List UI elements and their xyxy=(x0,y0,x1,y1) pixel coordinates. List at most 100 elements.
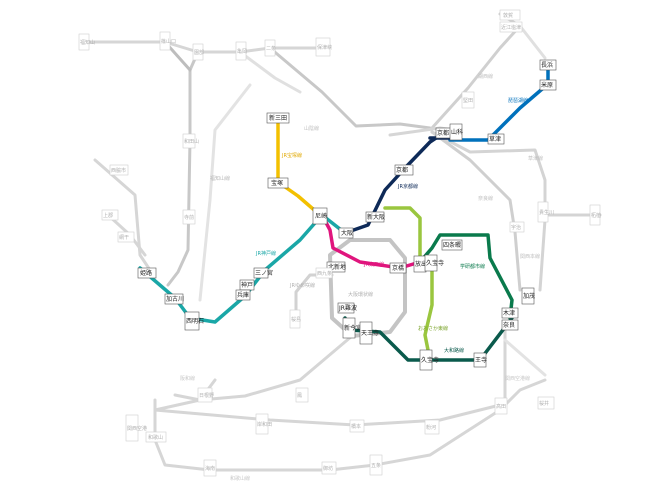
station-otori[interactable]: 鳳 xyxy=(295,387,309,403)
svg-text:米原: 米原 xyxy=(541,81,553,89)
station-hashimoto[interactable]: 橋本 xyxy=(349,419,365,433)
label-wakayama-line: 和歌山線 xyxy=(230,475,250,482)
svg-text:園部: 園部 xyxy=(194,49,204,56)
label-biwako-line: 琵琶湖線 xyxy=(508,97,528,104)
svg-text:三ノ宮: 三ノ宮 xyxy=(255,269,273,277)
svg-text:西明石: 西明石 xyxy=(186,318,204,325)
station-takada[interactable]: 高田 xyxy=(494,397,508,415)
svg-text:放出: 放出 xyxy=(415,260,427,268)
svg-text:天王寺: 天王寺 xyxy=(361,329,379,337)
label-tozai-line: JR東西線 xyxy=(363,261,384,268)
station-kizu[interactable]: 木津 xyxy=(501,307,519,319)
station-katata[interactable]: 堅田 xyxy=(461,91,475,109)
svg-text:京都: 京都 xyxy=(396,166,408,174)
station-kakogawa[interactable]: 加古川 xyxy=(164,293,184,305)
line-kishin xyxy=(93,158,152,272)
station-wakayama[interactable]: 和歌山 xyxy=(145,431,167,443)
station-sannomiya[interactable]: 三ノ宮 xyxy=(253,267,273,279)
line-kyoto-tango xyxy=(238,50,302,94)
line-osaka-loop xyxy=(328,238,407,338)
station-yamashina[interactable]: 山科 xyxy=(449,123,463,141)
station-nagahama[interactable]: 長浜 xyxy=(539,59,557,71)
station-jr-namba[interactable]: JR難波 xyxy=(337,302,357,314)
station-kishiwada[interactable]: 岸和田 xyxy=(255,413,272,435)
station-nishiwaki[interactable]: 西脇市 xyxy=(109,164,129,176)
station-shijonawate[interactable]: 四条畷 xyxy=(441,239,463,251)
svg-text:柘植: 柘植 xyxy=(591,212,601,219)
station-kyoto[interactable]: 京都 xyxy=(435,127,453,139)
station-shin-sanda[interactable]: 新三田 xyxy=(266,112,290,124)
svg-text:新今宮: 新今宮 xyxy=(344,324,362,332)
station-kitashinchi[interactable]: 北新地 xyxy=(326,261,346,273)
station-fukuchiyama[interactable]: 福知山 xyxy=(78,33,95,51)
station-nijo[interactable]: 二条 xyxy=(264,39,276,57)
station-kibukawa[interactable]: 貴生川 xyxy=(537,201,554,223)
line-jr-kyoto xyxy=(343,130,447,235)
station-osaka[interactable]: 大阪 xyxy=(338,227,354,239)
station-hozu[interactable]: 保津峡 xyxy=(315,37,332,57)
station-oji[interactable]: 王寺 xyxy=(473,352,487,368)
svg-text:和田山: 和田山 xyxy=(184,138,199,145)
svg-text:加古川: 加古川 xyxy=(166,295,184,303)
station-wadayama[interactable]: 和田山 xyxy=(182,133,199,149)
station-kameoka[interactable]: 亀岡 xyxy=(235,41,247,61)
svg-text:加茂: 加茂 xyxy=(523,292,535,300)
station-nara[interactable]: 奈良 xyxy=(501,319,519,331)
station-kamigori[interactable]: 上郡 xyxy=(101,209,119,221)
svg-text:山科: 山科 xyxy=(451,128,463,136)
svg-text:王寺: 王寺 xyxy=(475,356,487,364)
station-hyogo[interactable]: 兵庫 xyxy=(235,289,251,301)
svg-text:四条畷: 四条畷 xyxy=(443,241,461,249)
label-kusatsu-line: 草津線 xyxy=(528,155,543,162)
line-hanwa xyxy=(173,334,354,402)
svg-text:北新地: 北新地 xyxy=(328,263,346,271)
svg-text:亀岡: 亀岡 xyxy=(237,48,247,55)
label-osakaloop-line: 大阪環状線 xyxy=(348,291,373,298)
station-teramae[interactable]: 寺前 xyxy=(182,209,196,225)
station-sasayamaguchi[interactable]: 篠山口 xyxy=(159,31,176,51)
station-maibara[interactable]: 米原 xyxy=(539,79,557,91)
station-sonobe[interactable]: 園部 xyxy=(192,43,204,61)
station-kamo[interactable]: 加茂 xyxy=(521,287,535,305)
station-takatsuki[interactable]: 京都 xyxy=(394,164,414,176)
station-kusatsu[interactable]: 草津 xyxy=(487,133,505,145)
svg-text:JR難波: JR難波 xyxy=(338,304,357,312)
svg-text:久宝寺: 久宝寺 xyxy=(421,356,439,364)
station-sakurai[interactable]: 桜井 xyxy=(537,396,555,410)
station-kyobashi[interactable]: 京橋 xyxy=(389,262,407,274)
svg-text:京都: 京都 xyxy=(437,129,449,137)
label-kyoto-line: JR京都線 xyxy=(397,183,418,190)
station-tennoji[interactable]: 天王寺 xyxy=(359,321,379,345)
station-omi-shiotsu[interactable]: 近江塩津 xyxy=(499,21,523,33)
station-amagasaki[interactable]: 尼崎 xyxy=(312,207,328,225)
label-fukuchiyama-line: 福知山線 xyxy=(210,175,230,182)
station-uji[interactable]: 宇治 xyxy=(509,221,525,233)
station-kansai-airport[interactable]: 関西空港 xyxy=(125,414,147,442)
station-hineno[interactable]: 日根野 xyxy=(197,387,214,403)
station-himeji[interactable]: 姫路 xyxy=(137,267,157,279)
svg-text:関西空港: 関西空港 xyxy=(127,425,147,432)
station-kyuhoji[interactable]: 久宝寺 xyxy=(424,254,444,272)
station-gojo[interactable]: 五条 xyxy=(369,454,383,476)
station-kobe[interactable]: 神戸 xyxy=(239,279,255,291)
station-shinimamiya[interactable]: 新今宮 xyxy=(342,317,362,339)
svg-text:西脇市: 西脇市 xyxy=(111,167,126,174)
station-gobo[interactable]: 御坊 xyxy=(321,461,337,475)
station-kainan[interactable]: 海南 xyxy=(203,459,217,477)
line-sanin-east xyxy=(268,46,432,130)
line-wakayama-branch xyxy=(153,398,502,427)
station-tsuruga[interactable]: 敦賀 xyxy=(499,9,521,21)
station-nishikujo[interactable]: 西九条 xyxy=(315,267,333,279)
svg-text:橋本: 橋本 xyxy=(351,423,361,430)
line-kakogawa xyxy=(198,83,252,302)
station-aboshi[interactable]: 網干 xyxy=(117,231,135,243)
station-kokawa[interactable]: 粉河 xyxy=(424,419,440,435)
station-nishi-akashi[interactable]: 西明石 xyxy=(184,311,204,331)
station-tsuge[interactable]: 柘植 xyxy=(589,204,601,226)
station-takarazuka[interactable]: 宝塚 xyxy=(267,177,289,189)
station-shin-osaka[interactable]: 新大阪 xyxy=(365,211,385,223)
station-sakurajima[interactable]: 桜島 xyxy=(289,309,301,329)
station-kyuhoji-south[interactable]: 久宝寺 xyxy=(419,349,439,371)
